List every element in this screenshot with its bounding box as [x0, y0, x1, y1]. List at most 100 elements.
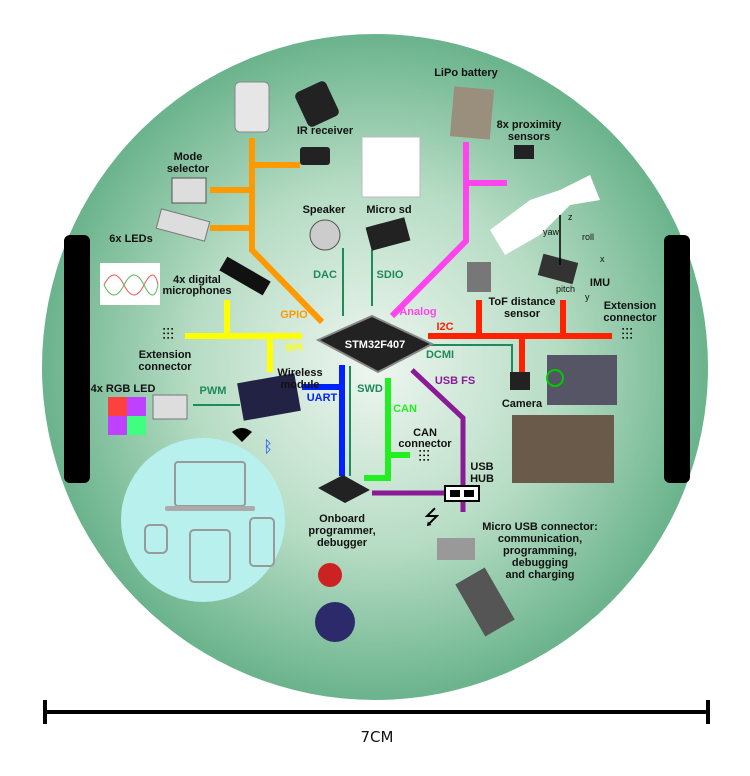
usb-cable-image [455, 567, 515, 637]
speaker-label: Speaker [303, 204, 347, 216]
eclipse-icon [315, 602, 355, 642]
leds-image [155, 208, 211, 242]
imu-image [537, 253, 579, 285]
tof-image [467, 262, 491, 292]
camera-image [510, 372, 530, 390]
microsd-label: Micro sd [366, 204, 411, 216]
gpio-label: GPIO [280, 309, 308, 321]
mcu-label: STM32F407 [345, 339, 406, 351]
tracking-image [547, 355, 617, 405]
programmer-label-1: Onboard [319, 513, 365, 525]
extension-right-label-2: connector [603, 312, 657, 324]
can-connector-label-1: CAN [413, 427, 437, 439]
lipo-image [449, 86, 495, 140]
analog-label: Analog [399, 306, 436, 318]
micro-usb-label-3: programming, [503, 545, 577, 557]
camera-label: Camera [502, 398, 543, 410]
usb-bus [372, 368, 466, 512]
proximity-label-1: 8x proximity [497, 119, 563, 131]
extension-connector-left-icon: ⫶⫶⫶ [162, 327, 174, 344]
rgb-led-image [152, 394, 188, 420]
can-label: CAN [393, 403, 417, 415]
can-connector-label-2: connector [398, 438, 452, 450]
uart-bus [302, 365, 345, 476]
extension-left-label-2: connector [138, 361, 192, 373]
ir-receiver-image [300, 147, 330, 165]
wireless-label-2: module [280, 379, 319, 391]
leds-label: 6x LEDs [109, 233, 152, 245]
usb-hub-label-2: HUB [470, 473, 494, 485]
dcmi-label: DCMI [426, 349, 454, 361]
extension-connector-right-icon: ⫶⫶⫶ [621, 327, 633, 344]
spi-bus [185, 300, 302, 372]
tof-label-2: sensor [504, 308, 541, 320]
imu-axis-pitch: pitch [556, 284, 575, 294]
i2c-bus [428, 300, 612, 372]
scale-bar: 7CM [43, 700, 710, 746]
wireless-devices: ᛒ [121, 428, 285, 602]
wifi-icon [232, 428, 252, 442]
micro-usb-label-2: communication, [498, 533, 582, 545]
imu-axis-roll: roll [582, 232, 594, 242]
sdio-label: SDIO [377, 269, 404, 281]
can-bus [364, 378, 410, 481]
wireless-label-1: Wireless [277, 367, 322, 379]
wireless-module-image [237, 373, 301, 421]
programmer-chip [318, 475, 370, 503]
imu-axis-z: z [568, 212, 573, 222]
imu-label: IMU [590, 277, 610, 289]
mode-selector-label-2: selector [167, 163, 210, 175]
proximity-label-2: sensors [508, 131, 550, 143]
gpio-bus [210, 138, 325, 325]
uart-label: UART [307, 392, 338, 404]
micro-usb-label-4: debugging [512, 557, 568, 569]
microphones-label-1: 4x digital [173, 274, 221, 286]
pwm-label: PWM [200, 385, 227, 397]
extension-right-label-1: Extension [604, 300, 657, 312]
face-detection-image [512, 415, 614, 483]
right-wheel [664, 235, 690, 483]
left-wheel [64, 235, 90, 483]
mode-selector-image [171, 177, 207, 204]
extension-left-label-1: Extension [139, 349, 192, 361]
can-connector-icon: ⫶⫶⫶ [418, 449, 430, 466]
imu-axis-y: y [585, 292, 590, 302]
tablet-icon [189, 529, 231, 583]
motor-image [234, 81, 270, 133]
micro-usb-label-1: Micro USB connector: [482, 521, 598, 533]
mcu-chip: STM32F407 [315, 314, 435, 374]
mode-selector-label-1: Mode [174, 151, 203, 163]
sine-plot-image [100, 263, 160, 305]
data-table-image [361, 136, 421, 198]
map-image [490, 175, 600, 255]
imu-axis-yaw: yaw [543, 227, 560, 237]
i2c-label: I2C [436, 321, 453, 333]
swd-label: SWD [357, 383, 383, 395]
proximity-sensor-image [514, 145, 534, 159]
usb-hub-icon [444, 485, 480, 502]
microphones-image [219, 256, 271, 296]
programmer-label-2: programmer, [308, 525, 375, 537]
tof-label-1: ToF distance [488, 296, 555, 308]
phone-icon [249, 517, 275, 567]
ir-receiver-label: IR receiver [297, 125, 354, 137]
rgb-led-label: 4x RGB LED [91, 383, 156, 395]
usb-fs-label: USB FS [435, 375, 475, 387]
micro-usb-image [437, 538, 475, 560]
speaker-image [309, 219, 341, 251]
bluetooth-icon: ᛒ [263, 439, 273, 456]
microsd-image [365, 217, 411, 251]
usb-symbol-icon: ⭍ [424, 507, 441, 529]
microphones-label-2: microphones [162, 285, 231, 297]
micro-usb-label-5: and charging [505, 569, 574, 581]
lipo-label: LiPo battery [434, 67, 498, 79]
bug-icon [318, 563, 342, 587]
programmer-label-3: debugger [317, 537, 368, 549]
dac-label: DAC [313, 269, 337, 281]
ir-remote-image [295, 81, 339, 127]
scale-label: 7CM [361, 728, 394, 746]
watch-icon [144, 524, 168, 554]
usb-hub-label-1: USB [470, 461, 493, 473]
analog-bus [389, 142, 507, 319]
